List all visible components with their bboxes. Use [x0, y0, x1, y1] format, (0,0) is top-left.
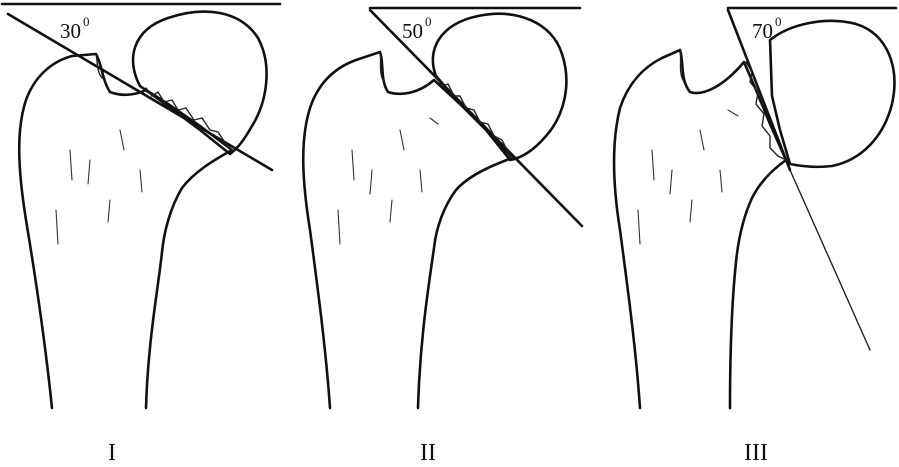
angle-unit-1: 0 [83, 14, 90, 29]
panel-3: 70 0 III [614, 8, 896, 466]
panel-1: 30 0 I [2, 4, 280, 466]
bone-texture-1 [56, 130, 142, 244]
fracture-line-3-lower [790, 170, 870, 350]
angle-value-3: 70 [752, 19, 773, 43]
bone-texture-2 [338, 118, 438, 244]
panel-label-1: I [108, 440, 116, 466]
angle-value-1: 30 [60, 19, 81, 43]
femoral-head-1 [133, 12, 267, 154]
femur-outline-2 [303, 52, 512, 408]
panel-label-3: III [744, 440, 768, 466]
femur-outline-1 [19, 54, 232, 408]
angle-value-2: 50 [402, 19, 423, 43]
panel-label-2: II [420, 440, 436, 466]
femur-outline-3 [614, 50, 786, 408]
angle-unit-3: 0 [775, 14, 782, 29]
panel-2: 50 0 II [303, 8, 582, 466]
femoral-head-3 [770, 21, 894, 167]
bone-texture-3 [638, 110, 738, 244]
angle-unit-2: 0 [425, 14, 432, 29]
